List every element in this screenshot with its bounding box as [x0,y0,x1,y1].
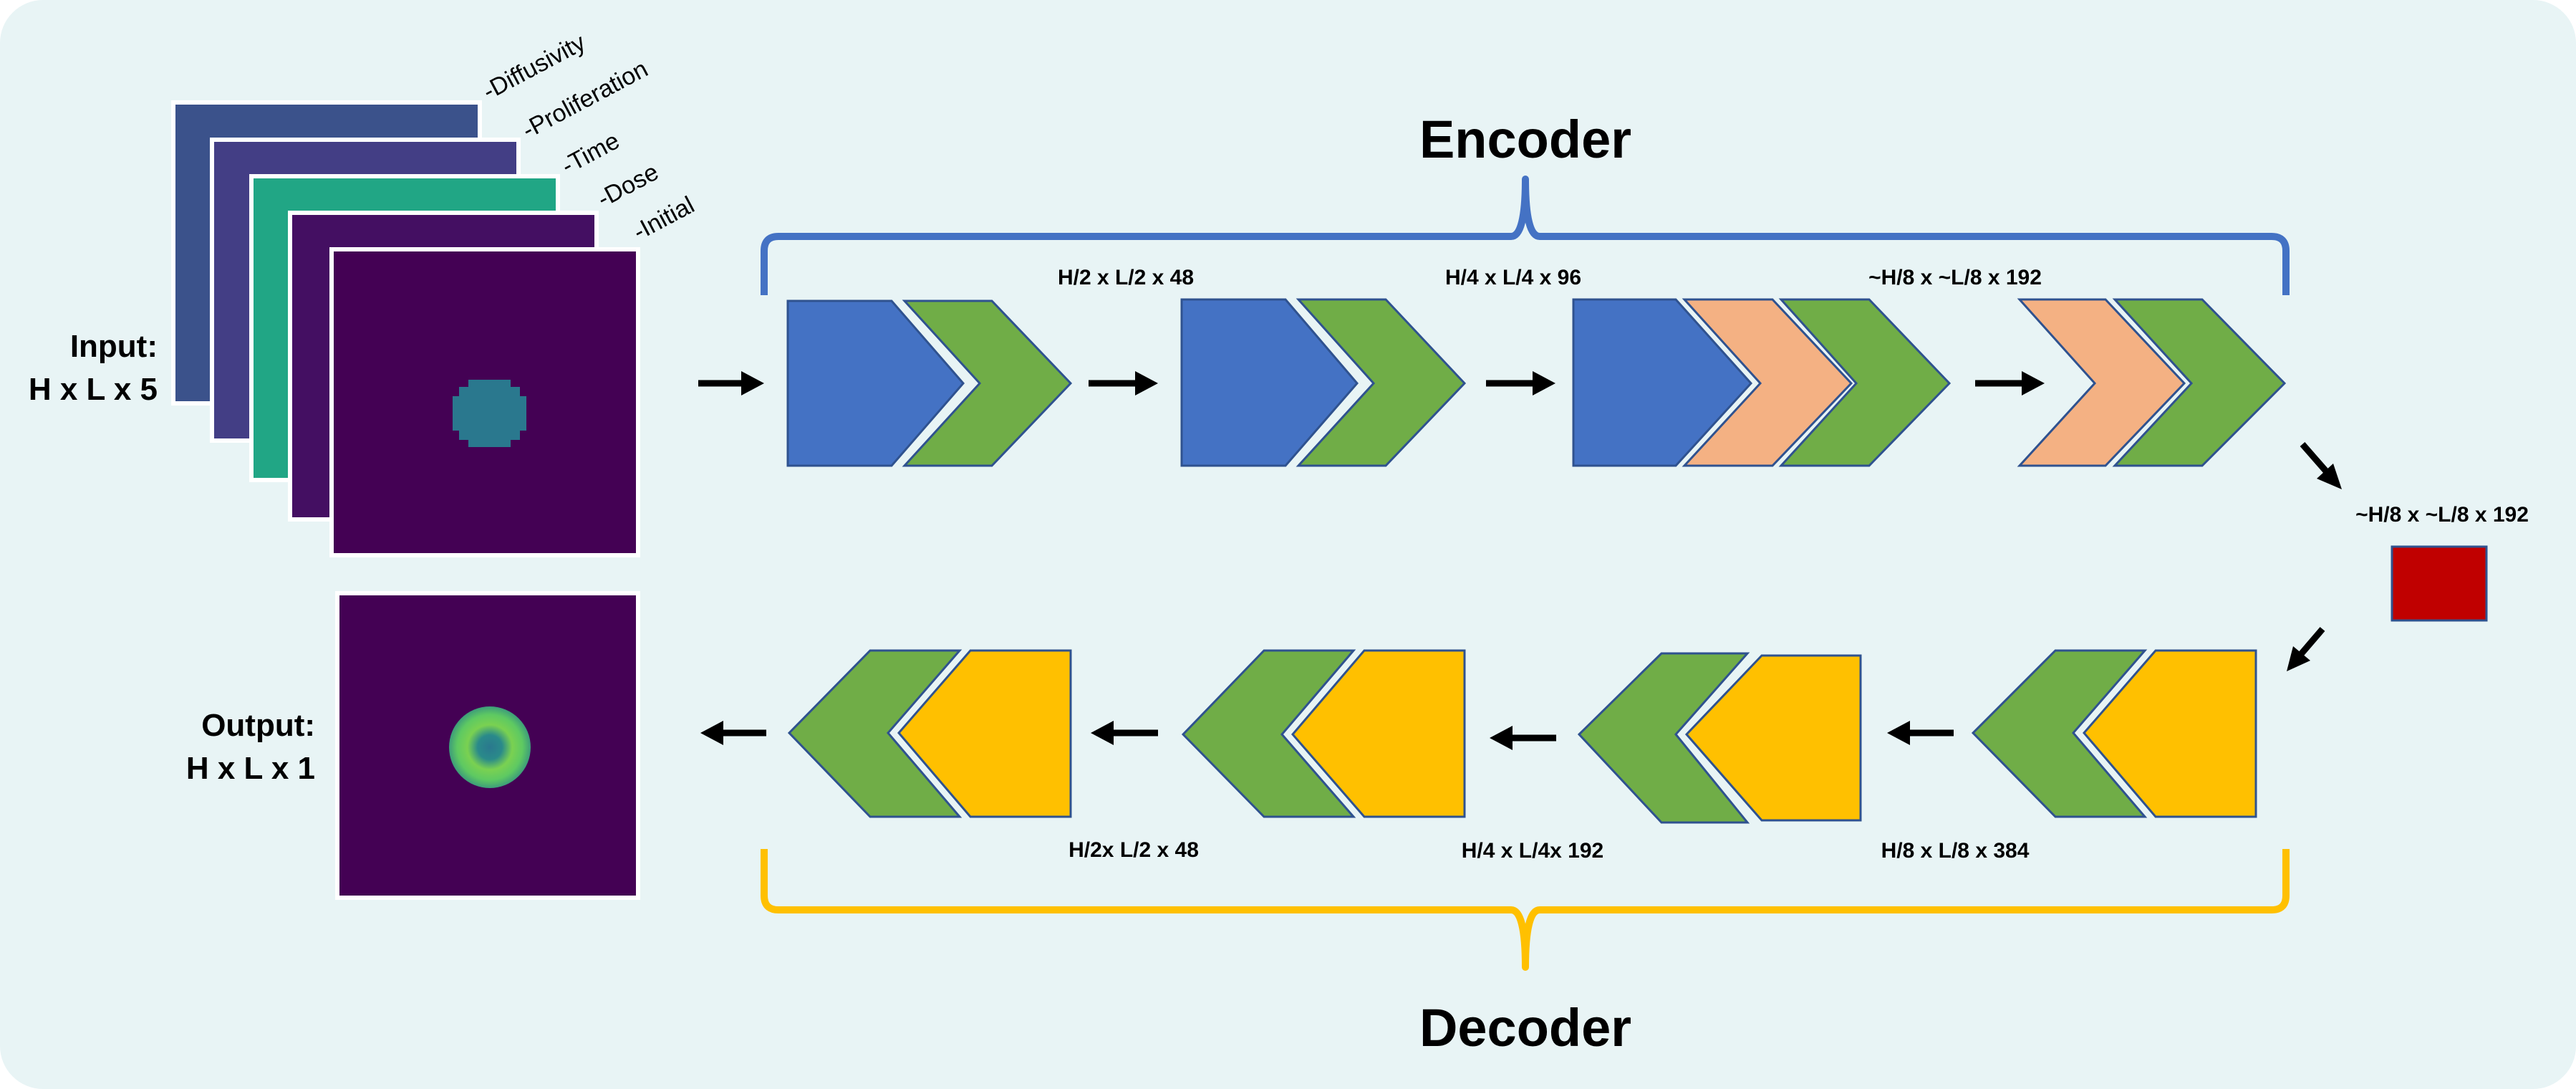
encoder-dim-label-1: H/2 x L/2 x 48 [1058,266,1194,289]
input-shape-label: H x L x 5 [29,372,158,407]
arrow-left-icon [1091,721,1158,745]
arrow-right-icon [698,371,764,395]
decoder-title: Decoder [1419,998,1631,1057]
arrow-down-right-icon [2300,442,2342,489]
arrow-left-icon [1887,721,1954,745]
decoder-dim-label-1: H/2x L/2 x 48 [1068,838,1199,862]
encoder-chevron-orange [1682,298,1853,467]
bottleneck-dim-label: ~H/8 x ~L/8 x 192 [2355,503,2529,527]
encoder-conv-block [1180,298,1359,467]
encoder-chevron-green [1778,298,1952,467]
decoder-chevron-green [787,649,963,818]
encoder-stage-2 [1180,298,1467,467]
arrow-left-icon [700,721,766,745]
encoder-chevron-green [1296,298,1467,467]
output-label: Output: [201,708,315,743]
encoder-chevron-green [902,299,1073,467]
encoder-dim-label-2: H/4 x L/4 x 96 [1445,266,1581,289]
decoder-stage-1 [787,649,1072,818]
decoder-upconv-block [1684,654,1862,822]
arrow-right-icon [1975,371,2045,395]
input-tumor-disk [453,380,526,447]
encoder-conv-block [1572,298,1753,467]
decoder-dim-label-2: H/4 x L/4x 192 [1462,839,1603,863]
decoder-upconv-block [2083,649,2257,818]
decoder-brace [761,849,2290,971]
encoder-stage-3 [1572,298,1952,467]
decoder-stage-2 [1181,649,1466,818]
decoder-upconv-block [1291,649,1466,818]
encoder-stage-1 [786,299,1073,467]
arrow-left-icon [1490,726,1556,750]
decoder-stage-3 [1577,652,1862,824]
bottleneck-block [2391,545,2488,622]
decoder-stage-4 [1971,649,2257,818]
input-channel-stack [171,100,640,557]
arrow-right-icon [1089,371,1158,395]
encoder-conv-block [786,299,965,467]
encoder-chevron-orange [2017,298,2186,467]
decoder-chevron-green [1971,649,2148,818]
decoder-upconv-block [897,649,1072,818]
output-shape-label: H x L x 1 [186,751,315,786]
input-label: Input: [70,329,158,364]
decoder-chevron-green [1577,652,1750,824]
encoder-title: Encoder [1419,110,1631,169]
decoder-chevron-green [1181,649,1356,818]
arrow-down-left-icon [2287,627,2325,671]
encoder-chevron-green [2112,298,2287,467]
output-ring [449,706,531,788]
encoder-dim-label-3: ~H/8 x ~L/8 x 192 [1868,266,2042,289]
encoder-brace [761,176,2290,295]
decoder-dim-label-3: H/8 x L/8 x 384 [1881,839,2030,863]
encoder-stage-4 [2017,298,2287,467]
arrow-right-icon [1486,371,1555,395]
